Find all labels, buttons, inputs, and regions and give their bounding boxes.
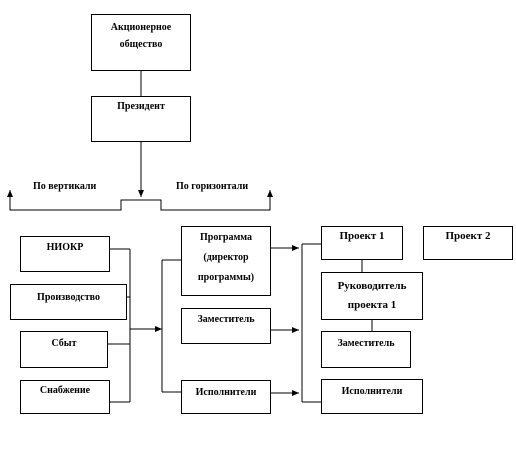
node-joint-stock: Акционерное общество: [91, 14, 191, 71]
node-program: Программа (директор программы): [181, 226, 271, 296]
node-executors-program-text: Исполнители: [195, 387, 257, 398]
node-project1-head-line1: Руководитель: [337, 280, 407, 292]
node-program-line3: программы): [197, 272, 255, 283]
node-program-line1: Программа: [200, 232, 252, 243]
node-supply-text: Снабжение: [39, 385, 91, 396]
node-program-line2: (директор: [203, 252, 249, 263]
node-project1: Проект 1: [321, 226, 403, 260]
node-deputy-program-text: Заместитель: [197, 314, 255, 325]
node-president-text: Президент: [117, 101, 165, 112]
node-executors-program: Исполнители: [181, 380, 271, 414]
node-production: Производство: [10, 284, 127, 320]
node-niokr-text: НИОКР: [46, 242, 84, 253]
connector-split-bar: [9, 194, 271, 211]
label-horizontal: По горизонтали: [176, 181, 249, 192]
node-project1-text: Проект 1: [339, 230, 385, 242]
node-president: Президент: [91, 96, 191, 142]
node-joint-stock-line1: Акционерное: [110, 22, 172, 33]
node-production-text: Производство: [37, 292, 100, 303]
node-deputy-project: Заместитель: [321, 331, 411, 368]
node-sales-text: Сбыт: [51, 338, 77, 349]
node-deputy-program: Заместитель: [181, 308, 271, 344]
node-project1-head-line2: проекта 1: [347, 299, 397, 311]
node-supply: Снабжение: [20, 380, 110, 414]
node-executors-project: Исполнители: [321, 379, 423, 414]
node-project1-head: Руководитель проекта 1: [321, 272, 423, 320]
label-vertical: По вертикали: [33, 181, 97, 192]
node-executors-project-text: Исполнители: [341, 386, 403, 397]
node-project2: Проект 2: [423, 226, 513, 260]
node-project2-text: Проект 2: [445, 230, 491, 242]
node-deputy-project-text: Заместитель: [337, 338, 395, 349]
node-niokr: НИОКР: [20, 236, 110, 272]
node-sales: Сбыт: [20, 331, 108, 368]
node-joint-stock-line2: общество: [119, 39, 163, 50]
